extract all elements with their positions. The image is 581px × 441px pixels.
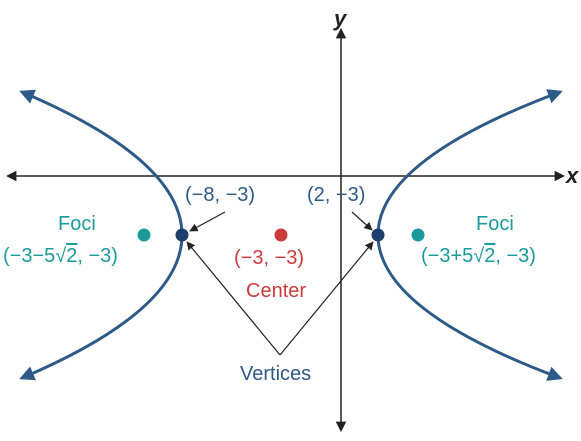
vertices-caption: Vertices: [240, 363, 312, 385]
vertex-left-label: (−8, −3): [185, 184, 256, 206]
vertices-caption-pointer-right: [279, 241, 374, 356]
focus-left-text-post: , −3): [77, 245, 118, 267]
center-coordinate-label: (−3, −3): [234, 247, 305, 269]
center-point: [274, 228, 288, 242]
vertex-right-label-pointer: [351, 211, 373, 231]
right-branch: [376, 89, 563, 381]
focus-right-radicand: 2: [484, 245, 496, 267]
center-caption: Center: [246, 280, 307, 302]
x-axis-label: x: [566, 163, 579, 188]
focus-right-coordinate: (−3+5√2, −3): [421, 244, 536, 268]
focus-left-text-pre: (−3−5√: [3, 245, 67, 267]
left-branch: [19, 89, 184, 381]
vertex-right-label: (2, −3): [307, 184, 366, 206]
focus-left-point: [137, 228, 151, 242]
vertices-caption-pointer-left: [186, 241, 281, 356]
focus-right-text-pre: (−3+5√: [421, 245, 485, 267]
focus-left-radicand: 2: [66, 245, 78, 267]
focus-right-caption: Foci: [476, 213, 514, 235]
vertex-left-point: [175, 228, 189, 242]
focus-right-text-post: , −3): [495, 245, 536, 267]
vertex-left-label-pointer: [189, 211, 226, 232]
focus-left-caption: Foci: [58, 213, 96, 235]
vertex-right-point: [371, 228, 385, 242]
y-axis-label: y: [334, 6, 347, 31]
focus-left-coordinate-text-final: (−3−5√2, −3): [3, 244, 118, 268]
focus-right-point: [411, 228, 425, 242]
